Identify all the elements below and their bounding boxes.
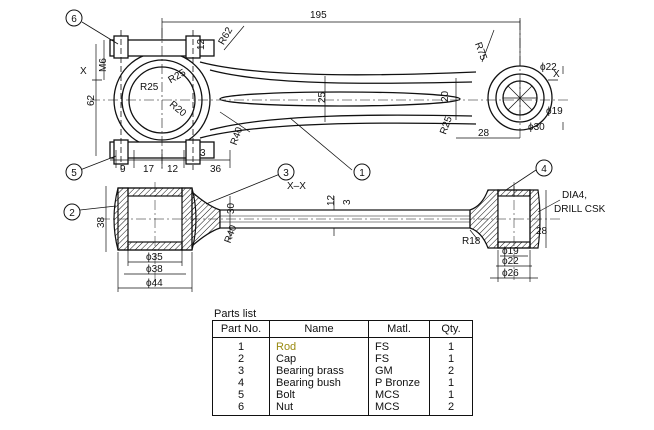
callout-2: 2	[69, 208, 75, 219]
part-qty: 1	[429, 337, 473, 353]
part-matl: FS	[368, 337, 430, 353]
dim-d26: ϕ26	[502, 268, 519, 279]
part-no: 1	[212, 337, 270, 353]
table-row: 3 Bearing brass GM 2	[212, 365, 473, 377]
dim-overall: 195	[310, 10, 327, 21]
part-name: Nut	[269, 401, 369, 416]
dim-d22-b: ϕ22	[502, 256, 519, 267]
dim-9: 9	[120, 164, 126, 175]
part-qty: 1	[429, 377, 473, 389]
dim-r25-a: R25	[140, 82, 159, 93]
dim-d19: ϕ19	[546, 106, 563, 117]
parts-list-caption: Parts list	[214, 308, 257, 320]
part-name: Cap	[269, 353, 369, 365]
dim-d30: ϕ30	[528, 122, 545, 133]
dim-20: 20	[440, 90, 451, 102]
dim-25: 25	[317, 91, 328, 103]
connecting-rod-drawing: 6 5 2 3 1 4 X–X X X 195 M6 62 12 9 17 12…	[63, 9, 606, 292]
dim-d19-b: ϕ19	[502, 246, 519, 257]
section-mark-right: X	[553, 69, 560, 80]
part-matl: FS	[368, 353, 430, 365]
dim-30: 30	[226, 202, 237, 214]
part-qty: 1	[429, 353, 473, 365]
callout-4: 4	[541, 164, 547, 175]
callout-3: 3	[283, 168, 289, 179]
table-row: 1 Rod FS 1	[212, 337, 473, 353]
callouts	[63, 9, 553, 221]
part-qty: 2	[429, 401, 473, 416]
dim-dia4: DIA4,	[562, 190, 587, 201]
dim-36: 36	[210, 164, 222, 175]
part-no: 4	[212, 377, 270, 389]
header-matl: Matl.	[368, 320, 430, 338]
header-name: Name	[269, 320, 369, 338]
table-row: 5 Bolt MCS 1	[212, 389, 473, 401]
callout-5: 5	[71, 168, 77, 179]
dim-3: 3	[200, 148, 206, 159]
dim-r25-c: R25	[438, 115, 455, 136]
part-matl: MCS	[368, 401, 430, 416]
part-qty: 1	[429, 389, 473, 401]
table-row: 4 Bearing bush P Bronze 1	[212, 377, 473, 389]
dim-m6: M6	[98, 58, 109, 72]
dim-r25-b: R25	[167, 67, 189, 86]
dim-28-side: 28	[536, 226, 548, 237]
section-mark-left: X	[80, 66, 87, 77]
part-matl: P Bronze	[368, 377, 430, 389]
part-name: Bearing brass	[269, 365, 369, 377]
callout-6: 6	[71, 14, 77, 25]
callout-1: 1	[359, 168, 365, 179]
dim-r75: R75	[472, 41, 489, 62]
part-no: 3	[212, 365, 270, 377]
dim-38: 38	[96, 216, 107, 228]
part-no: 5	[212, 389, 270, 401]
table-row: 2 Cap FS 1	[212, 353, 473, 365]
part-no: 2	[212, 353, 270, 365]
parts-list-table: Part No. Name Matl. Qty. 1 Rod FS 1 2 Ca…	[212, 320, 473, 416]
dim-12-top: 12	[196, 38, 207, 50]
dim-drill-csk: DRILL CSK	[554, 204, 606, 215]
dim-3-web: 3	[342, 199, 353, 205]
dim-28: 28	[478, 128, 490, 139]
dim-r20: R20	[167, 99, 188, 120]
part-name: Rod	[269, 337, 369, 353]
dim-62: 62	[86, 94, 97, 106]
table-row: 6 Nut MCS 2	[212, 401, 473, 416]
part-name: Bolt	[269, 389, 369, 401]
callout-leaders	[79, 21, 537, 211]
front-view	[90, 18, 570, 170]
dim-12-web: 12	[326, 194, 337, 206]
dim-r18: R18	[462, 236, 481, 247]
dim-d22: ϕ22	[540, 62, 557, 73]
dim-r40: R40	[229, 125, 246, 146]
dim-r62: R62	[217, 25, 236, 47]
dim-12: 12	[167, 164, 179, 175]
section-view	[100, 182, 561, 292]
section-label: X–X	[287, 181, 306, 192]
part-matl: GM	[368, 365, 430, 377]
header-part-no: Part No.	[212, 320, 270, 338]
header-qty: Qty.	[429, 320, 473, 338]
dim-d38: ϕ38	[146, 264, 163, 275]
dim-d44: ϕ44	[146, 278, 163, 289]
part-no: 6	[212, 401, 270, 416]
part-matl: MCS	[368, 389, 430, 401]
part-name: Bearing bush	[269, 377, 369, 389]
dim-d35: ϕ35	[146, 252, 163, 263]
table-header-row: Part No. Name Matl. Qty.	[212, 320, 473, 338]
dim-17: 17	[143, 164, 155, 175]
part-qty: 2	[429, 365, 473, 377]
